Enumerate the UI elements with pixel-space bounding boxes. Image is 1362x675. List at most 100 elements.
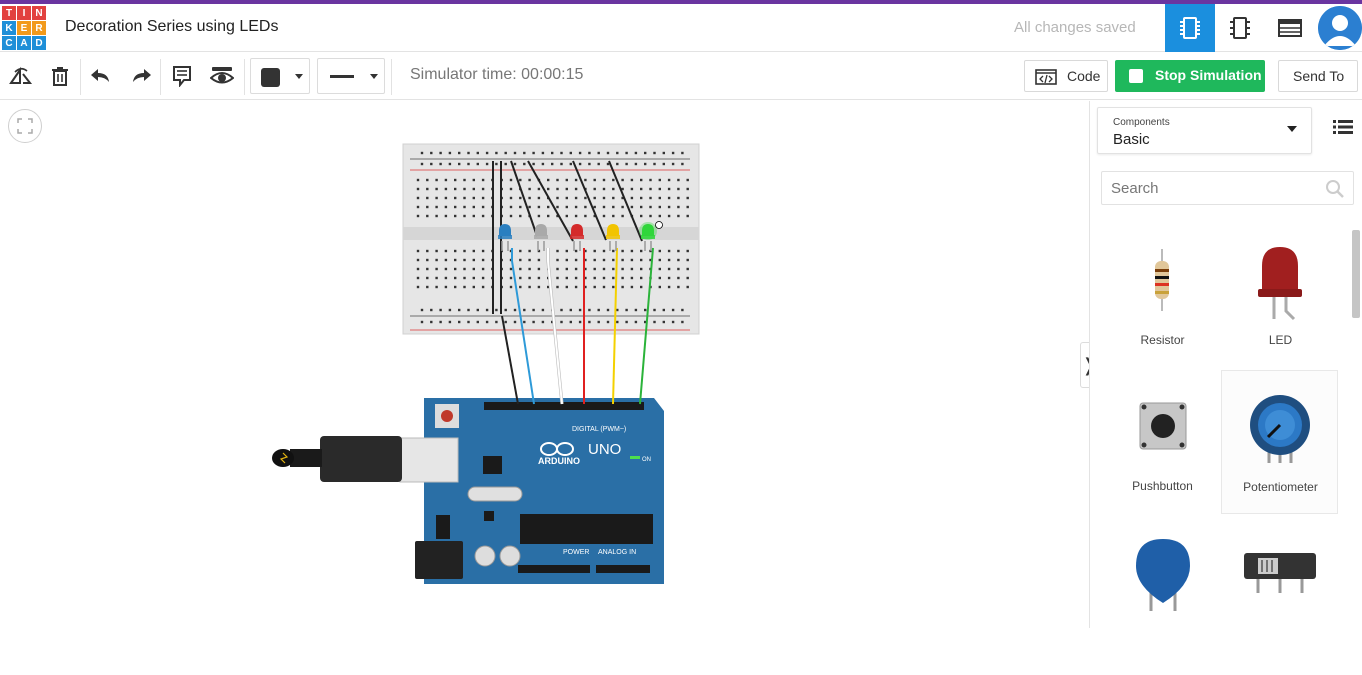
visibility-button[interactable] [209,63,235,89]
component-list-icon [1278,19,1302,37]
svg-text:DIGITAL (PWM~): DIGITAL (PWM~) [572,426,626,433]
component-pushbutton[interactable]: Pushbutton [1104,371,1221,515]
fit-view-icon [17,118,33,134]
logo-letter: D [32,36,46,50]
color-picker[interactable] [250,58,310,94]
arduino-uno-board[interactable]: ARDUINO UNO DIGITAL (PWM~) POWER ANALOG … [415,398,664,584]
scrollbar-thumb[interactable] [1352,230,1360,318]
led-row [498,222,657,251]
component-label: Resistor [1140,333,1185,347]
logo-letter: K [2,21,16,35]
signal-wire[interactable] [612,247,618,405]
project-title[interactable]: Decoration Series using LEDs [65,18,279,35]
signal-wire[interactable] [511,248,535,405]
analog-header [596,565,650,573]
led-red[interactable] [570,224,584,251]
schematic-view-button[interactable] [1215,4,1265,52]
color-swatch [261,68,280,87]
svg-text:UNO: UNO [588,441,621,458]
zoom-to-fit-button[interactable] [8,109,42,143]
toolbar-divider [80,59,81,95]
toolbar-divider [244,59,245,95]
chevron-down-icon [370,74,378,79]
stop-simulation-label: Stop Simulation [1155,67,1262,83]
undo-icon [91,69,109,82]
search-icon [1326,180,1344,198]
top-accent-line [0,0,1362,4]
components-panel: Components Basic Resistor [1089,101,1362,628]
code-label: Code [1067,68,1101,84]
circuit-view-button[interactable] [1165,4,1215,52]
save-status: All changes saved [1014,19,1136,36]
send-to-button[interactable]: Send To [1278,60,1358,92]
trash-icon [52,67,68,86]
signal-wire[interactable] [639,247,654,405]
user-avatar[interactable] [1318,6,1362,50]
usb-cable[interactable] [272,436,459,483]
logo-letter: E [17,21,31,35]
led-green[interactable] [639,222,657,251]
svg-text:POWER: POWER [563,549,589,556]
panel-scrollbar[interactable] [1350,218,1362,628]
wire-style-icon [330,75,354,78]
component-label: LED [1268,333,1293,347]
code-icon [1035,69,1057,85]
slideswitch-icon [1244,553,1316,593]
notes-icon [173,66,191,87]
component-search[interactable] [1101,171,1354,205]
user-avatar-icon [1318,6,1362,50]
jumper-wires [492,160,643,405]
circuit-view-icon [1180,17,1200,39]
power-jack [415,541,463,579]
component-capacitor[interactable] [1104,531,1221,675]
logo-letter: R [32,21,46,35]
logo-letter: T [2,6,16,20]
search-input[interactable] [1102,172,1322,204]
rotate-icon [9,66,33,84]
wire-style-picker[interactable] [317,58,385,94]
send-to-label: Send To [1293,68,1345,84]
workplane-canvas[interactable]: ARDUINO UNO DIGITAL (PWM~) POWER ANALOG … [0,101,1098,628]
component-potentiometer[interactable]: Potentiometer [1221,370,1338,514]
delete-button[interactable] [47,63,73,89]
svg-text:ARDUINO: ARDUINO [538,456,580,466]
component-list-button[interactable] [1265,4,1315,52]
components-caption: Components [1113,117,1170,128]
redo-button[interactable] [128,63,154,89]
redo-icon [133,69,151,82]
stop-icon [1129,69,1143,83]
signal-wires [511,247,654,405]
notes-button[interactable] [169,63,195,89]
svg-text:ANALOG IN: ANALOG IN [598,549,636,556]
led-yellow[interactable] [606,224,620,251]
schematic-view-icon [1230,17,1250,39]
code-button[interactable]: Code [1024,60,1108,92]
eye-icon [210,67,234,84]
component-resistor[interactable]: Resistor [1104,231,1221,375]
rotate-button[interactable] [8,63,34,89]
svg-text:ON: ON [642,457,651,463]
toolbar-divider [160,59,161,95]
capacitor-icon [1136,539,1190,611]
led-white[interactable] [534,224,548,251]
led-blue[interactable] [498,224,512,251]
signal-wire[interactable] [547,248,563,405]
atmega-chip [520,514,653,544]
chevron-down-icon [295,74,303,79]
stop-simulation-button[interactable]: Stop Simulation [1115,60,1265,92]
logo-letter: C [2,36,16,50]
logo-letter: A [17,36,31,50]
power-header [518,565,590,573]
components-dropdown[interactable]: Components Basic [1097,107,1312,154]
undo-button[interactable] [88,63,114,89]
list-icon [1333,120,1353,134]
digital-header-left [484,402,644,410]
component-slideswitch[interactable] [1222,531,1339,675]
component-led[interactable]: LED [1222,231,1339,375]
circuit-drawing: ARDUINO UNO DIGITAL (PWM~) POWER ANALOG … [272,143,700,584]
list-view-button[interactable] [1333,119,1353,135]
led-icon [1258,247,1302,321]
chevron-down-icon [1287,126,1297,132]
